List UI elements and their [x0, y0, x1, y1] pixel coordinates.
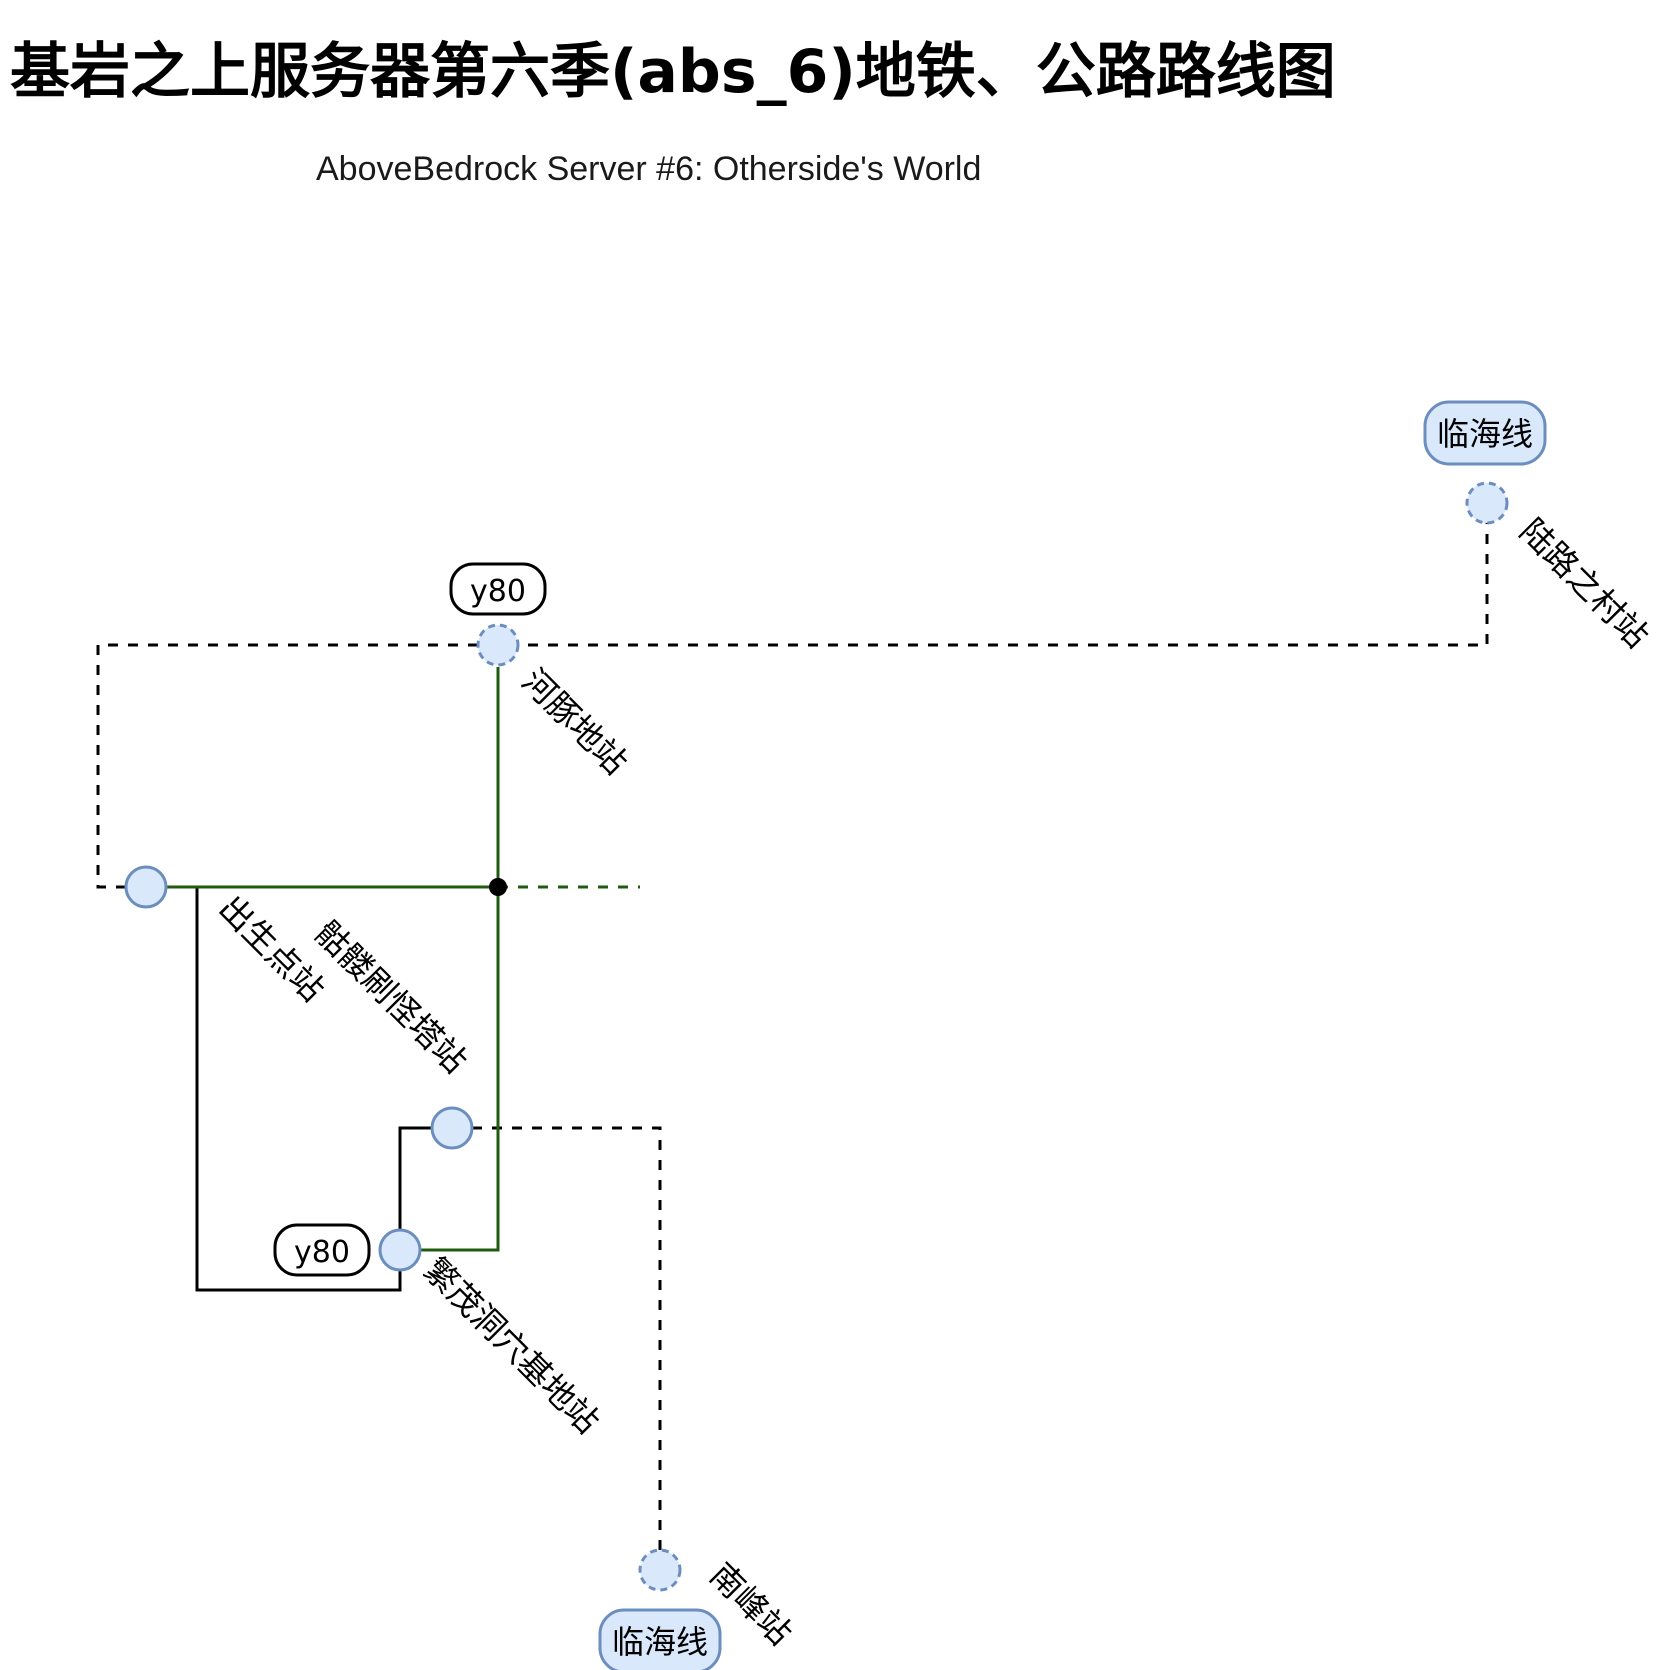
road-dashed-north: [96, 503, 1489, 889]
station-lush-cave-node[interactable]: [378, 1228, 422, 1272]
metro-line-vertical: [420, 667, 500, 1252]
station-labels: 陆路之村站 河豚地站 出生点站 骷髅刷怪塔站 繁茂洞穴基地站 南峰站: [211, 511, 1656, 1653]
tag-coastal-south-label: 临海线: [612, 1623, 708, 1661]
metro-lines: [166, 667, 640, 1252]
tag-coastal-north-box: [1423, 400, 1547, 466]
junction-dot: [489, 878, 507, 896]
tag-depth-south-box: [273, 1223, 371, 1277]
tag-depth-north: y80: [449, 562, 547, 616]
tag-depth-north-label: y80: [470, 574, 526, 609]
stations: [124, 481, 1509, 1592]
tag-coastal-north-label: 临海线: [1437, 415, 1533, 453]
tag-coastal-south: 临海线: [598, 1608, 722, 1670]
tag-coastal-north: 临海线: [1423, 400, 1547, 466]
station-lush-cave-label: 繁茂洞穴基地站: [416, 1250, 607, 1441]
station-spawn-label: 出生点站: [211, 888, 332, 1009]
road-dashed-south: [452, 1126, 662, 1570]
road-solid-skeleton-link: [398, 1126, 432, 1230]
page-title: 基岩之上服务器第六季(abs_6)地铁、公路路线图: [10, 37, 1336, 107]
station-spawn-node[interactable]: [124, 865, 168, 909]
station-land-village-node[interactable]: [1465, 481, 1509, 525]
station-land-village-label: 陆路之村站: [1512, 511, 1656, 655]
station-south-peak-node[interactable]: [638, 1548, 682, 1592]
station-skeleton-farm-node[interactable]: [430, 1106, 474, 1150]
station-skeleton-farm-label: 骷髅刷怪塔站: [307, 913, 475, 1081]
tag-coastal-south-box: [598, 1608, 722, 1670]
station-river-dolphin-node[interactable]: [476, 623, 520, 667]
station-river-dolphin-label: 河豚地站: [514, 661, 635, 782]
tag-depth-south: y80: [273, 1223, 371, 1277]
tag-depth-north-box: [449, 562, 547, 616]
page-subtitle: AboveBedrock Server #6: Otherside's Worl…: [316, 150, 982, 188]
tag-depth-south-label: y80: [294, 1235, 350, 1270]
road-lines: [96, 503, 1489, 1570]
